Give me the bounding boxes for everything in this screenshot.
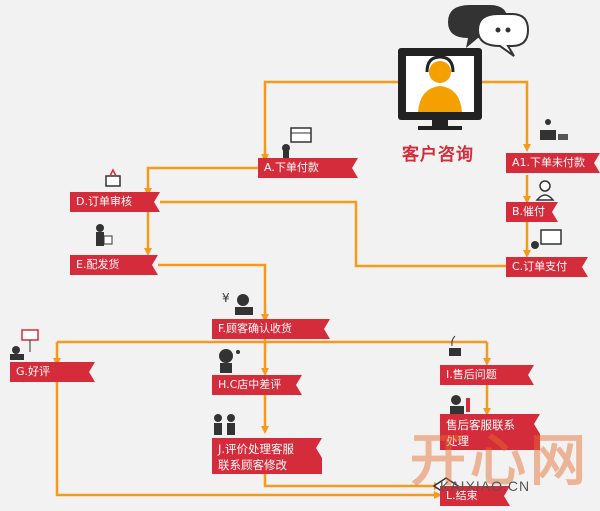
node-f-confirm: F.顾客确认收货 (212, 319, 330, 339)
arrow-c-to-d (148, 198, 509, 268)
node-a-order-pay: A.下单付款 (258, 158, 358, 178)
svg-text:¥: ¥ (222, 291, 230, 305)
phone-person-icon (535, 180, 555, 201)
node-h-bad-review: H.C店中差评 (212, 375, 302, 395)
node-d-audit: D.订单审核 (70, 192, 160, 212)
arrow-e-to-f (155, 263, 269, 322)
two-people-icon (214, 414, 235, 435)
arrow-monitor-to-a1 (482, 80, 531, 152)
node-j-review-handling: J.评价处理客服 联系顾客修改 (212, 438, 322, 474)
node-a1-unpaid: A1.下单未付款 (506, 153, 600, 173)
node-j-line2: 联系顾客修改 (218, 458, 287, 472)
card-reader-icon (540, 119, 568, 140)
node-k-line1: 售后客服联系 (446, 418, 515, 432)
arrow-g-to-end (55, 380, 442, 499)
node-l-end: L.结束 (440, 486, 510, 506)
node-c-pay: C.订单支付 (506, 257, 588, 277)
support-person-icon (450, 395, 470, 416)
payment-card-icon (282, 127, 312, 159)
title-customer-consult: 客户咨询 (402, 145, 474, 165)
card-pay-icon (531, 229, 562, 249)
node-b-remind: B.催付 (506, 202, 558, 222)
connectors (53, 80, 531, 499)
gift-box-icon (105, 168, 121, 187)
thinking-person-icon (219, 349, 240, 373)
node-k-line2: 处理 (446, 434, 469, 448)
money-person-icon: ¥ (222, 291, 253, 315)
arrow-a-to-d (144, 166, 265, 196)
watermark-logo: 开心网 (410, 429, 590, 492)
agent-monitor-icon (398, 48, 482, 130)
arrow-monitor-to-a (261, 80, 398, 162)
courier-icon (96, 224, 113, 246)
arrow-j-to-end (263, 470, 442, 490)
node-e-ship: E.配发货 (70, 255, 158, 275)
node-i-after-sale: I.售后问题 (440, 365, 534, 385)
rating-sign-icon (10, 329, 39, 360)
chat-bubbles-icon (448, 5, 530, 57)
coffee-icon (449, 335, 461, 356)
node-g-good-review: G.好评 (10, 362, 95, 382)
watermark-url: KAIXIAO.CN (440, 478, 531, 494)
node-j-line1: J.评价处理客服 (218, 442, 295, 456)
node-k-after-sale-service: 售后客服联系 处理 (440, 414, 540, 450)
